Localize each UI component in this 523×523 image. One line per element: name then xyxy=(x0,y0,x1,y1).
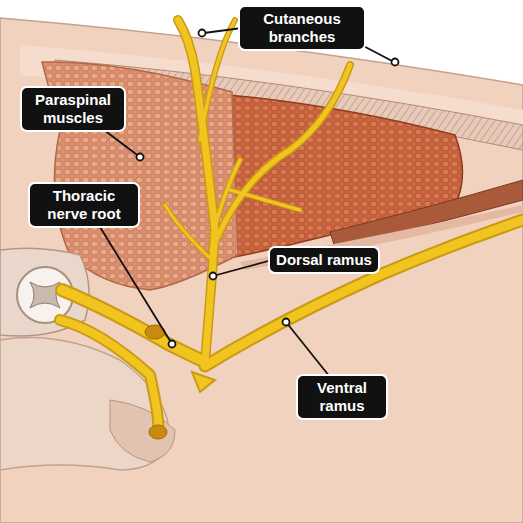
callout-text: Dorsal ramus xyxy=(276,251,372,269)
callout-box: Cutaneous branches xyxy=(238,5,366,51)
leader-dots xyxy=(137,30,399,348)
callout-box: Dorsal ramus xyxy=(268,246,380,274)
callout-text: Thoracic nerve root xyxy=(36,187,132,223)
callout-box: Thoracic nerve root xyxy=(28,182,140,228)
callout-text: Ventral ramus xyxy=(304,379,380,415)
callout-box: Ventral ramus xyxy=(296,374,388,420)
leader-lines xyxy=(100,28,394,377)
callout-text: Cutaneous branches xyxy=(246,10,358,46)
callout-box: Paraspinal muscles xyxy=(20,86,126,132)
callout-text: Paraspinal muscles xyxy=(28,91,118,127)
